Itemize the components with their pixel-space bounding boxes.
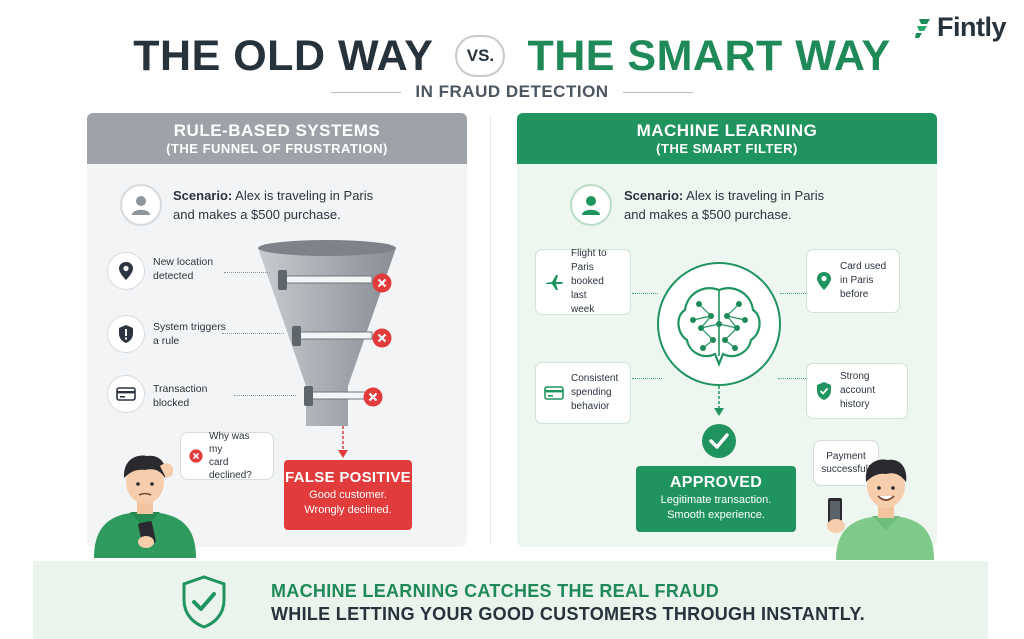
scenario-avatar-right	[570, 184, 612, 226]
footer-line2: WHILE LETTING YOUR GOOD CUSTOMERS THROUG…	[271, 604, 865, 624]
vs-badge: VS.	[455, 35, 506, 77]
scenario-label-left: Scenario:	[173, 188, 233, 203]
subtitle-rule-left	[331, 91, 402, 93]
scenario-line1-left: Alex is traveling in Paris	[232, 188, 374, 203]
scenario-line2-left: and makes a $500 purchase.	[173, 207, 341, 222]
step-icon-card	[107, 375, 145, 413]
signal-card-history: Strong account history	[806, 363, 908, 419]
step-connector	[234, 395, 296, 396]
ml-brain-circle	[657, 262, 781, 386]
machine-learning-title: MACHINE LEARNING	[636, 120, 818, 140]
signal-connector	[780, 293, 806, 294]
step-label-card: Transaction blocked	[153, 383, 208, 409]
approved-box: APPROVED Legitimate transaction. Smooth …	[636, 466, 796, 532]
footer-line1: MACHINE LEARNING CATCHES THE REAL FRAUD	[271, 581, 720, 601]
user-icon	[132, 196, 150, 215]
approved-line1: Legitimate transaction.	[660, 494, 772, 506]
machine-learning-subtitle: (THE SMART FILTER)	[656, 140, 798, 156]
false-positive-box: FALSE POSITIVE Good customer. Wrongly de…	[284, 460, 412, 530]
location-pin-icon	[817, 272, 831, 290]
confused-customer-illustration	[94, 455, 196, 558]
down-arrow-red-icon	[338, 426, 348, 458]
approved-line2: Smooth experience.	[667, 509, 765, 521]
title-old-way: THE OLD WAY	[133, 31, 434, 80]
funnel-barrier-1	[278, 270, 373, 290]
page-subtitle-row: IN FRAUD DETECTION	[0, 82, 1024, 102]
machine-learning-header: MACHINE LEARNING (THE SMART FILTER)	[517, 113, 937, 164]
scenario-label-right: Scenario:	[624, 188, 684, 203]
subtitle-rule-right	[622, 91, 693, 93]
airplane-icon	[546, 275, 563, 290]
step-connector	[222, 333, 284, 334]
scenario-line1-right: Alex is traveling in Paris	[683, 188, 825, 203]
scenario-line2-right: and makes a $500 purchase.	[624, 207, 792, 222]
happy-customer-illustration	[827, 459, 934, 560]
fintly-logo-icon	[915, 18, 930, 38]
rule-based-subtitle: (THE FUNNEL OF FRUSTRATION)	[166, 140, 388, 156]
rule-based-title: RULE-BASED SYSTEMS	[173, 120, 381, 140]
approved-check-icon	[702, 424, 736, 458]
page-subtitle: IN FRAUD DETECTION	[415, 82, 609, 101]
brand-logo[interactable]: Fintly	[913, 12, 1007, 43]
page-title: THE OLD WAY VS. THE SMART WAY	[0, 28, 1024, 84]
decline-speech-bubble: Why was my card declined?	[180, 431, 274, 481]
signal-connector	[778, 378, 806, 379]
false-positive-line1: Good customer.	[309, 489, 387, 501]
shield-check-icon	[182, 575, 226, 629]
shield-alert-icon	[119, 325, 133, 343]
reject-x-icon	[363, 387, 383, 407]
scenario-text-left: Scenario: Alex is traveling in Paris and…	[173, 186, 373, 224]
scenario-text-right: Scenario: Alex is traveling in Paris and…	[624, 186, 824, 224]
credit-card-icon	[116, 387, 136, 401]
location-pin-icon	[119, 262, 133, 280]
approved-title: APPROVED	[669, 474, 763, 491]
signal-connector	[632, 378, 662, 379]
funnel-barrier-2	[292, 326, 373, 346]
shield-check-icon	[817, 382, 831, 400]
signal-connector	[632, 293, 658, 294]
false-positive-line2: Wrongly declined.	[304, 504, 392, 516]
rule-based-header: RULE-BASED SYSTEMS (THE FUNNEL OF FRUSTR…	[87, 113, 467, 164]
error-x-icon	[189, 449, 203, 463]
down-arrow-green-icon	[714, 386, 724, 416]
panel-divider	[490, 116, 491, 544]
brain-network-icon	[677, 287, 761, 367]
brand-name: Fintly	[937, 12, 1007, 42]
step-icon-rule	[107, 315, 145, 353]
signal-card-flight: Flight to Paris booked last week	[535, 248, 631, 315]
false-positive-title: FALSE POSITIVE	[285, 469, 411, 486]
step-connector	[224, 272, 270, 273]
user-icon	[582, 196, 600, 215]
title-smart-way: THE SMART WAY	[527, 31, 891, 80]
scenario-avatar-left	[120, 184, 162, 226]
money-card-icon	[544, 386, 564, 400]
signal-card-spending: Consistent spending behavior	[535, 362, 631, 424]
signal-card-card-used: Card used in Paris before	[806, 249, 900, 313]
reject-x-icon	[372, 328, 392, 348]
reject-x-icon	[372, 273, 392, 293]
step-label-location: New location detected	[153, 256, 214, 282]
step-icon-location	[107, 252, 145, 290]
rule-funnel	[258, 240, 396, 426]
footer-banner	[33, 561, 988, 639]
step-label-rule: System triggers a rule	[153, 321, 226, 347]
